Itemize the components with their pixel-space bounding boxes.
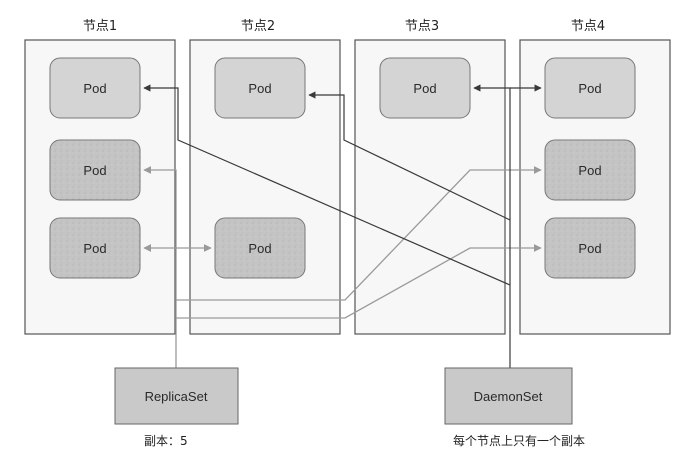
- replicaset: ReplicaSet 副本：5: [114, 367, 239, 448]
- node-4-title: 节点4: [571, 19, 605, 34]
- node-4: 节点4 Pod Pod Pod: [519, 19, 671, 335]
- node-2: 节点2 Pod Pod: [189, 19, 341, 335]
- replicaset-label: ReplicaSet: [145, 389, 208, 404]
- rs-link-node1-pod2: [143, 166, 177, 368]
- pod-label: Pod: [578, 241, 601, 256]
- daemonset-caption: 每个节点上只有一个副本: [453, 433, 585, 448]
- pod-label: Pod: [248, 241, 271, 256]
- pod-label: Pod: [248, 81, 271, 96]
- pod-node2-replica[interactable]: [214, 217, 306, 279]
- ds-link-node2: [308, 91, 511, 285]
- pod-label: Pod: [83, 81, 106, 96]
- replicaset-box[interactable]: [114, 367, 239, 425]
- daemonset-label: DaemonSet: [474, 389, 543, 404]
- node-2-title: 节点2: [241, 19, 275, 34]
- pod-label: Pod: [413, 81, 436, 96]
- pod-node1-daemon[interactable]: [49, 57, 141, 119]
- rs-link-node4-pod2: [176, 166, 542, 301]
- pod-label: Pod: [83, 163, 106, 178]
- pod-node4-replica-b[interactable]: [544, 217, 636, 279]
- rs-link-node4-pod3: [176, 244, 542, 319]
- pod-label: Pod: [578, 81, 601, 96]
- pod-node2-daemon[interactable]: [214, 57, 306, 119]
- replicaset-caption: 副本：5: [144, 434, 188, 448]
- node-1: 节点1 Pod Pod Pod: [24, 19, 176, 335]
- daemonset-links: [143, 84, 542, 368]
- node-3: 节点3 Pod: [354, 19, 506, 335]
- daemonset-box[interactable]: [444, 367, 573, 425]
- pod-node1-replica-b[interactable]: [49, 217, 141, 279]
- node-1-title: 节点1: [83, 19, 117, 34]
- pod-node4-replica-a[interactable]: [544, 139, 636, 201]
- node-3-title: 节点3: [405, 19, 439, 34]
- pod-node4-daemon[interactable]: [544, 57, 636, 119]
- pod-node3-daemon[interactable]: [379, 57, 471, 119]
- replicaset-links: [143, 166, 542, 368]
- pod-label: Pod: [83, 241, 106, 256]
- pod-label: Pod: [578, 163, 601, 178]
- pod-node1-replica-a[interactable]: [49, 139, 141, 201]
- daemonset: DaemonSet 每个节点上只有一个副本: [444, 367, 585, 448]
- ds-link-node1: [143, 84, 511, 368]
